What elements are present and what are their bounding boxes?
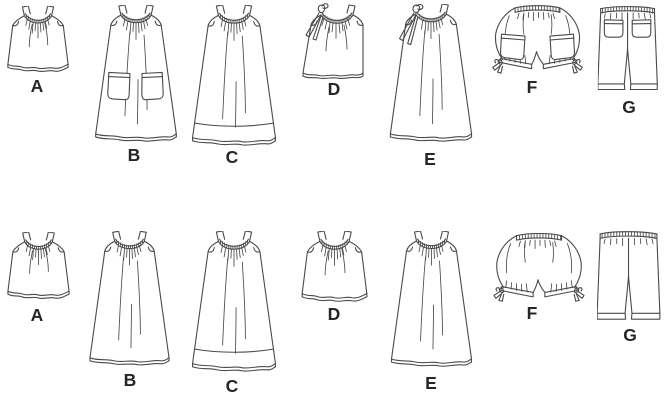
label-d-front: D — [328, 79, 341, 99]
label-f-front: F — [527, 77, 538, 97]
label-e-front: E — [424, 149, 436, 169]
label-c-back: C — [226, 376, 239, 396]
label-a-front: A — [31, 76, 44, 96]
label-g-front: G — [622, 97, 636, 117]
label-g-back: G — [623, 325, 637, 345]
label-d-back: D — [328, 304, 341, 324]
garment-e-back — [390, 231, 473, 367]
label-b-front: B — [128, 145, 141, 165]
label-e-back: E — [425, 373, 437, 393]
garment-f-front — [493, 5, 583, 73]
garment-c-front — [193, 5, 276, 145]
garment-c-back — [193, 231, 276, 371]
garment-b-back — [89, 231, 170, 366]
garment-b-front — [96, 5, 177, 141]
garment-g-front — [598, 6, 657, 89]
garment-g-back — [597, 230, 661, 320]
garment-f-back — [493, 232, 585, 302]
garment-a-back — [7, 232, 70, 300]
garment-d-back — [301, 231, 368, 302]
label-f-back: F — [527, 303, 538, 323]
label-a-back: A — [31, 305, 44, 325]
garment-d-front — [302, 3, 364, 79]
label-c-front: C — [226, 147, 239, 167]
garment-e-front — [389, 4, 473, 142]
garment-a-front — [7, 6, 69, 73]
front-views-row: A B C D E F G — [7, 3, 657, 169]
label-b-back: B — [124, 370, 137, 390]
back-views-row: A B C D E F G — [7, 230, 661, 396]
